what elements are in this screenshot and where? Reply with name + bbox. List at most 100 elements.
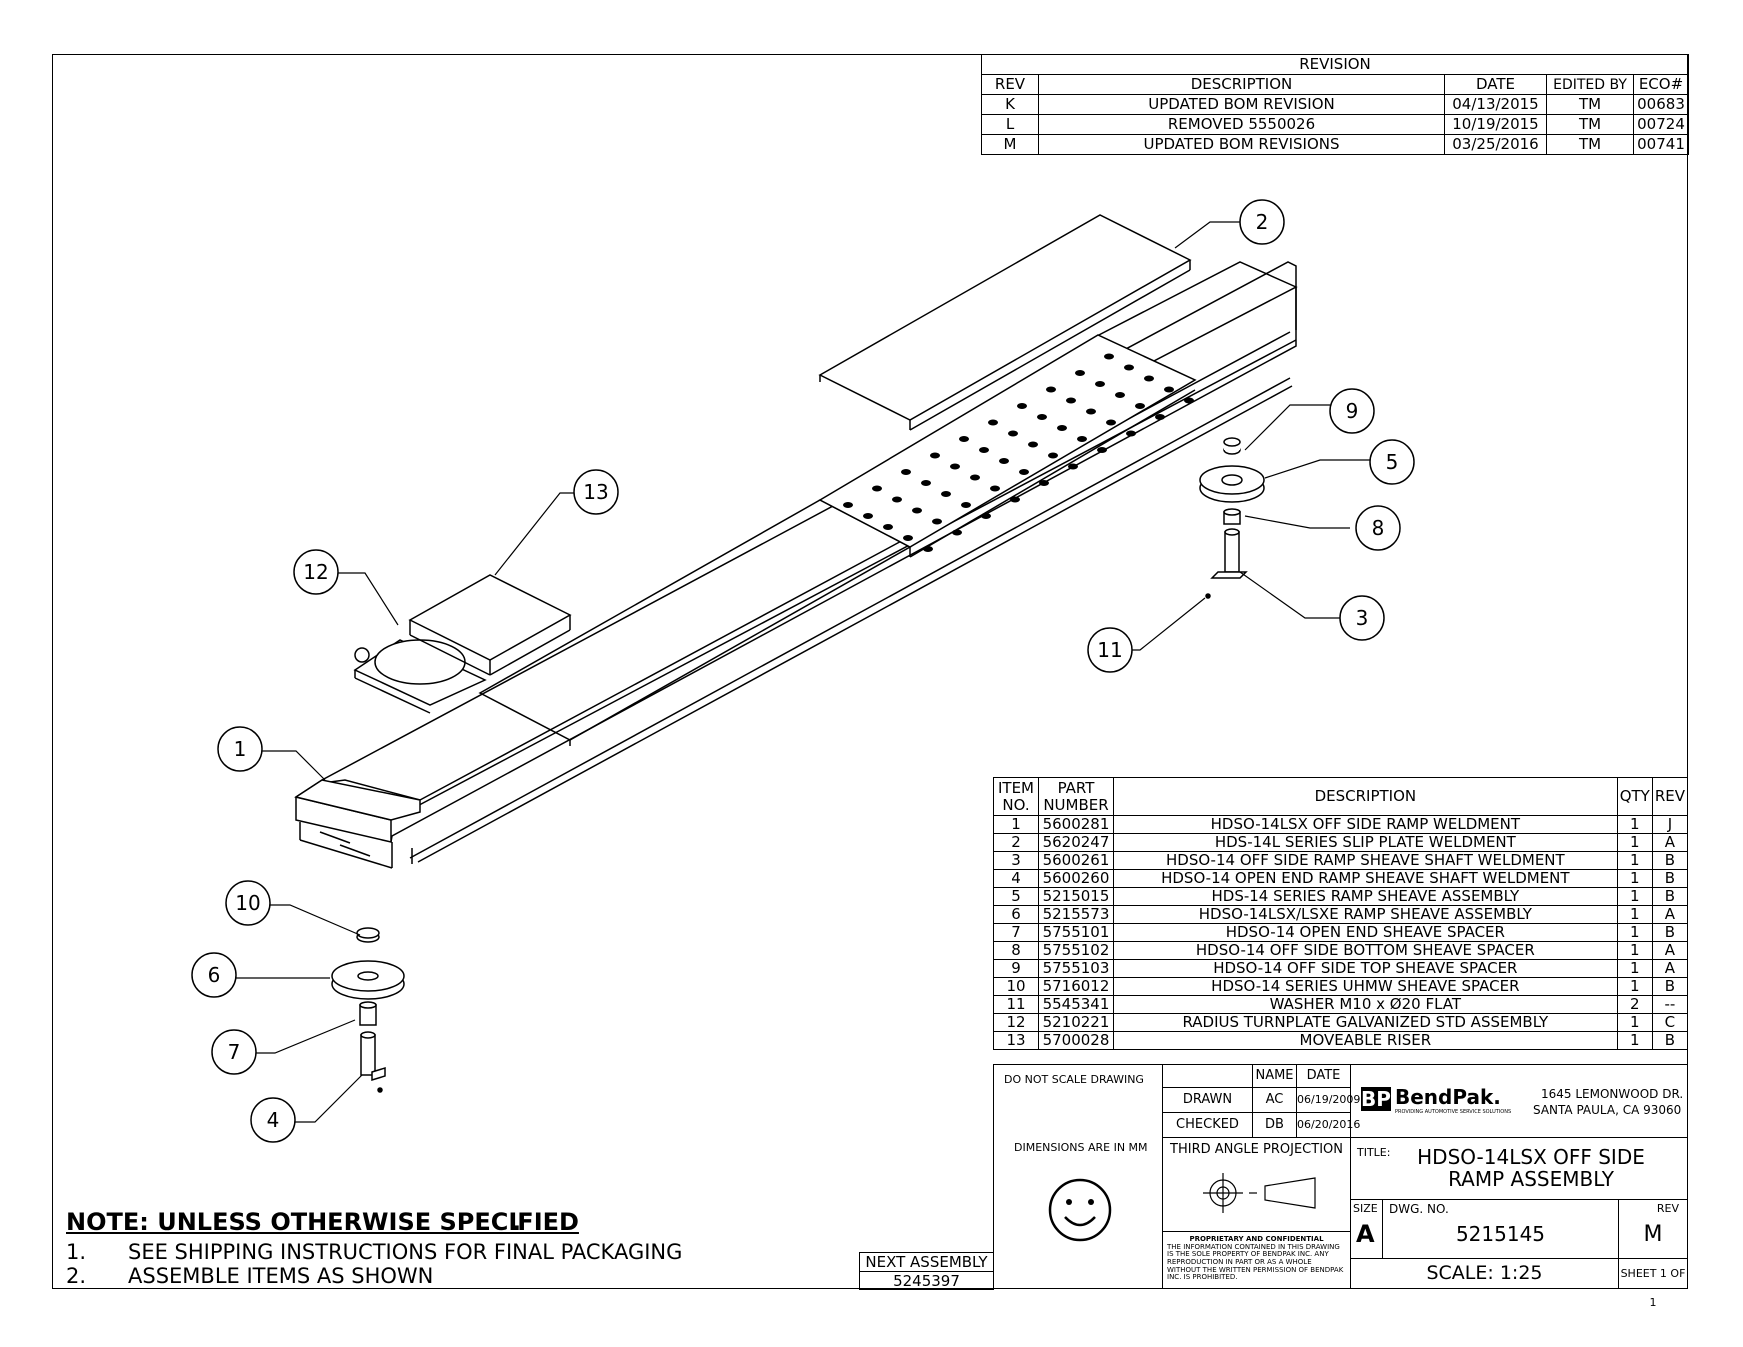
- perforation-hole: [921, 480, 931, 486]
- table-cell: 12: [993, 1013, 1039, 1032]
- perforation-hole: [1066, 397, 1076, 404]
- callout-9: 9: [1346, 399, 1359, 423]
- drawing-title: HDSO-14LSX OFF SIDE RAMP ASSEMBLY: [1381, 1146, 1681, 1190]
- rev-cell: REV M: [1618, 1199, 1688, 1259]
- projection-cell: THIRD ANGLE PROJECTION: [1162, 1137, 1351, 1232]
- table-cell: C: [1651, 1013, 1689, 1032]
- size-label: SIZE: [1353, 1202, 1378, 1215]
- drawn-label: DRAWN: [1162, 1087, 1253, 1113]
- table-cell: 1: [1616, 851, 1653, 870]
- title-line-1: HDSO-14LSX OFF SIDE: [1417, 1145, 1645, 1169]
- projection-symbol-icon: [1203, 1173, 1316, 1213]
- title-cell: TITLE: HDSO-14LSX OFF SIDE RAMP ASSEMBLY: [1350, 1137, 1688, 1200]
- perforation-hole: [961, 502, 971, 508]
- checked-name: DB: [1252, 1112, 1297, 1138]
- note-1-text: SEE SHIPPING INSTRUCTIONS FOR FINAL PACK…: [128, 1240, 683, 1264]
- perforation-hole: [1135, 403, 1145, 409]
- callout-5: 5: [1386, 450, 1399, 474]
- table-cell: B: [1651, 1031, 1689, 1050]
- table-cell: 5600261: [1038, 851, 1114, 870]
- callout-3: 3: [1356, 606, 1369, 630]
- perforation-hole: [950, 463, 960, 470]
- table-cell: 10: [993, 977, 1039, 996]
- table-cell: 5215573: [1038, 905, 1114, 924]
- table-cell: 1: [1616, 959, 1653, 978]
- table-cell: 1: [1616, 887, 1653, 906]
- bendpak-logo-icon: BP: [1361, 1087, 1391, 1111]
- table-cell: RADIUS TURNPLATE GALVANIZED STD ASSEMBLY: [1113, 1013, 1618, 1032]
- perforation-hole: [1008, 430, 1018, 437]
- bom-header-item: ITEM NO.: [993, 777, 1039, 816]
- perforation-hole: [1075, 370, 1085, 376]
- note-1-num: 1.: [66, 1240, 87, 1264]
- smiley-icon: [1048, 1178, 1112, 1242]
- perforation-hole: [1057, 425, 1067, 431]
- callout-2: 2: [1256, 210, 1269, 234]
- table-cell: 1: [1616, 833, 1653, 852]
- scale-value: SCALE: 1:25: [1350, 1258, 1619, 1289]
- perforation-hole: [930, 452, 940, 459]
- table-cell: 5210221: [1038, 1013, 1114, 1032]
- drawn-name: AC: [1252, 1087, 1297, 1113]
- company-tagline: PROVIDING AUTOMOTIVE SERVICE SOLUTIONS: [1395, 1109, 1512, 1115]
- table-cell: 5: [993, 887, 1039, 906]
- perforation-hole: [959, 436, 969, 442]
- perforation-hole: [1155, 414, 1165, 420]
- proprietary-cell: PROPRIETARY AND CONFIDENTIAL THE INFORMA…: [1162, 1231, 1351, 1289]
- rev-header-edited: EDITED BY: [1546, 74, 1634, 95]
- callout-11: 11: [1097, 638, 1122, 662]
- checked-label: CHECKED: [1162, 1112, 1253, 1138]
- table-cell: HDSO-14LSX OFF SIDE RAMP WELDMENT: [1113, 815, 1618, 834]
- table-cell: HDSO-14 OFF SIDE RAMP SHEAVE SHAFT WELDM…: [1113, 851, 1618, 870]
- perforation-hole: [1184, 397, 1194, 404]
- address-line-2: SANTA PAULA, CA 93060: [1533, 1103, 1682, 1117]
- callout-12: 12: [303, 560, 328, 584]
- title-label: TITLE:: [1357, 1146, 1391, 1159]
- perforation-hole: [981, 513, 991, 519]
- dimensions-note: DIMENSIONS ARE IN MM: [1014, 1141, 1148, 1154]
- table-cell: 9: [993, 959, 1039, 978]
- proprietary-title: PROPRIETARY AND CONFIDENTIAL: [1189, 1235, 1324, 1243]
- table-cell: 11: [993, 995, 1039, 1014]
- perforation-hole: [941, 491, 951, 497]
- sheave-stack-left: [331, 927, 405, 1093]
- dwg-no-value: 5215145: [1455, 1222, 1546, 1246]
- perforation-hole: [1106, 419, 1116, 426]
- table-cell: B: [1651, 887, 1689, 906]
- table-cell: 4: [993, 869, 1039, 888]
- table-cell: 5600260: [1038, 869, 1114, 888]
- table-cell: 5755101: [1038, 923, 1114, 942]
- rev-value: M: [1643, 1222, 1663, 1247]
- table-cell: 5600281: [1038, 815, 1114, 834]
- perforation-hole: [1068, 463, 1078, 470]
- perforation-hole: [1017, 403, 1027, 409]
- bom-header-desc: DESCRIPTION: [1113, 777, 1618, 816]
- perforation-hole: [1097, 447, 1107, 453]
- table-cell: 5215015: [1038, 887, 1114, 906]
- bom-header-qty: QTY: [1616, 777, 1653, 816]
- rev-header-eco: ECO#: [1633, 74, 1689, 95]
- perforation-hole: [1104, 353, 1114, 360]
- title-line-2: RAMP ASSEMBLY: [1448, 1167, 1614, 1191]
- slip-plate-holes: [843, 353, 1194, 552]
- callout-10: 10: [235, 891, 260, 915]
- company-cell: BP BendPak. PROVIDING AUTOMOTIVE SERVICE…: [1350, 1064, 1688, 1138]
- bom-header-rev: REV: [1651, 777, 1689, 816]
- table-cell: HDSO-14LSX/LSXE RAMP SHEAVE ASSEMBLY: [1113, 905, 1618, 924]
- table-cell: 1: [1616, 1031, 1653, 1050]
- table-cell: 5716012: [1038, 977, 1114, 996]
- table-cell: 3: [993, 851, 1039, 870]
- rev-cell: 00741: [1633, 134, 1689, 155]
- size-value: A: [1356, 1220, 1375, 1248]
- table-cell: MOVEABLE RISER: [1113, 1031, 1618, 1050]
- slip-plate: [818, 334, 1197, 558]
- revision-row: M UPDATED BOM REVISIONS 03/25/2016 TM 00…: [981, 134, 1689, 155]
- turnplate-riser: [353, 574, 572, 714]
